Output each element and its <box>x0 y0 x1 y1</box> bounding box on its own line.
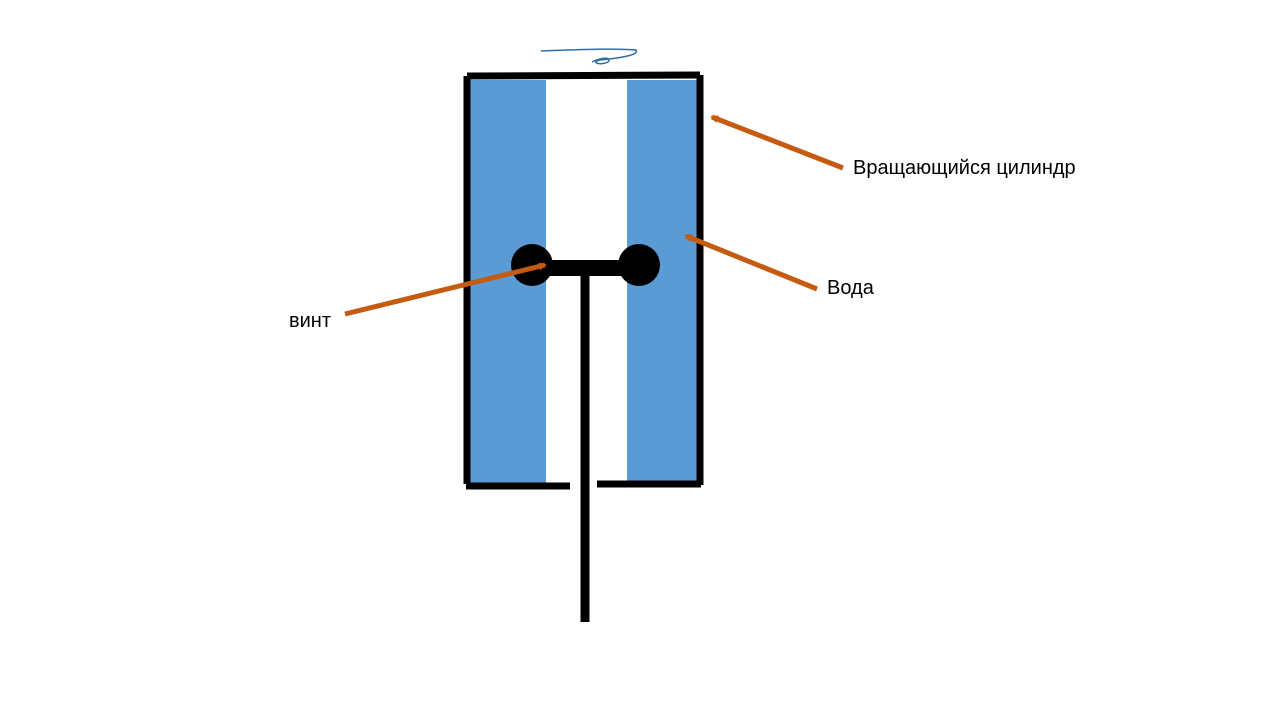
label-propeller: винт <box>289 310 332 332</box>
arrow-propeller <box>344 262 547 317</box>
propeller-bar <box>540 260 640 276</box>
propeller-blade-left <box>511 244 553 286</box>
label-water: Вода <box>827 277 874 299</box>
label-rotating-cylinder: Вращающийся цилиндр <box>853 157 1076 179</box>
arrow-water <box>684 233 818 292</box>
arrow-cylinder <box>710 114 844 171</box>
signature-scribble <box>540 48 638 65</box>
propeller-blade-right <box>618 244 660 286</box>
cylinder-wall <box>463 71 704 490</box>
